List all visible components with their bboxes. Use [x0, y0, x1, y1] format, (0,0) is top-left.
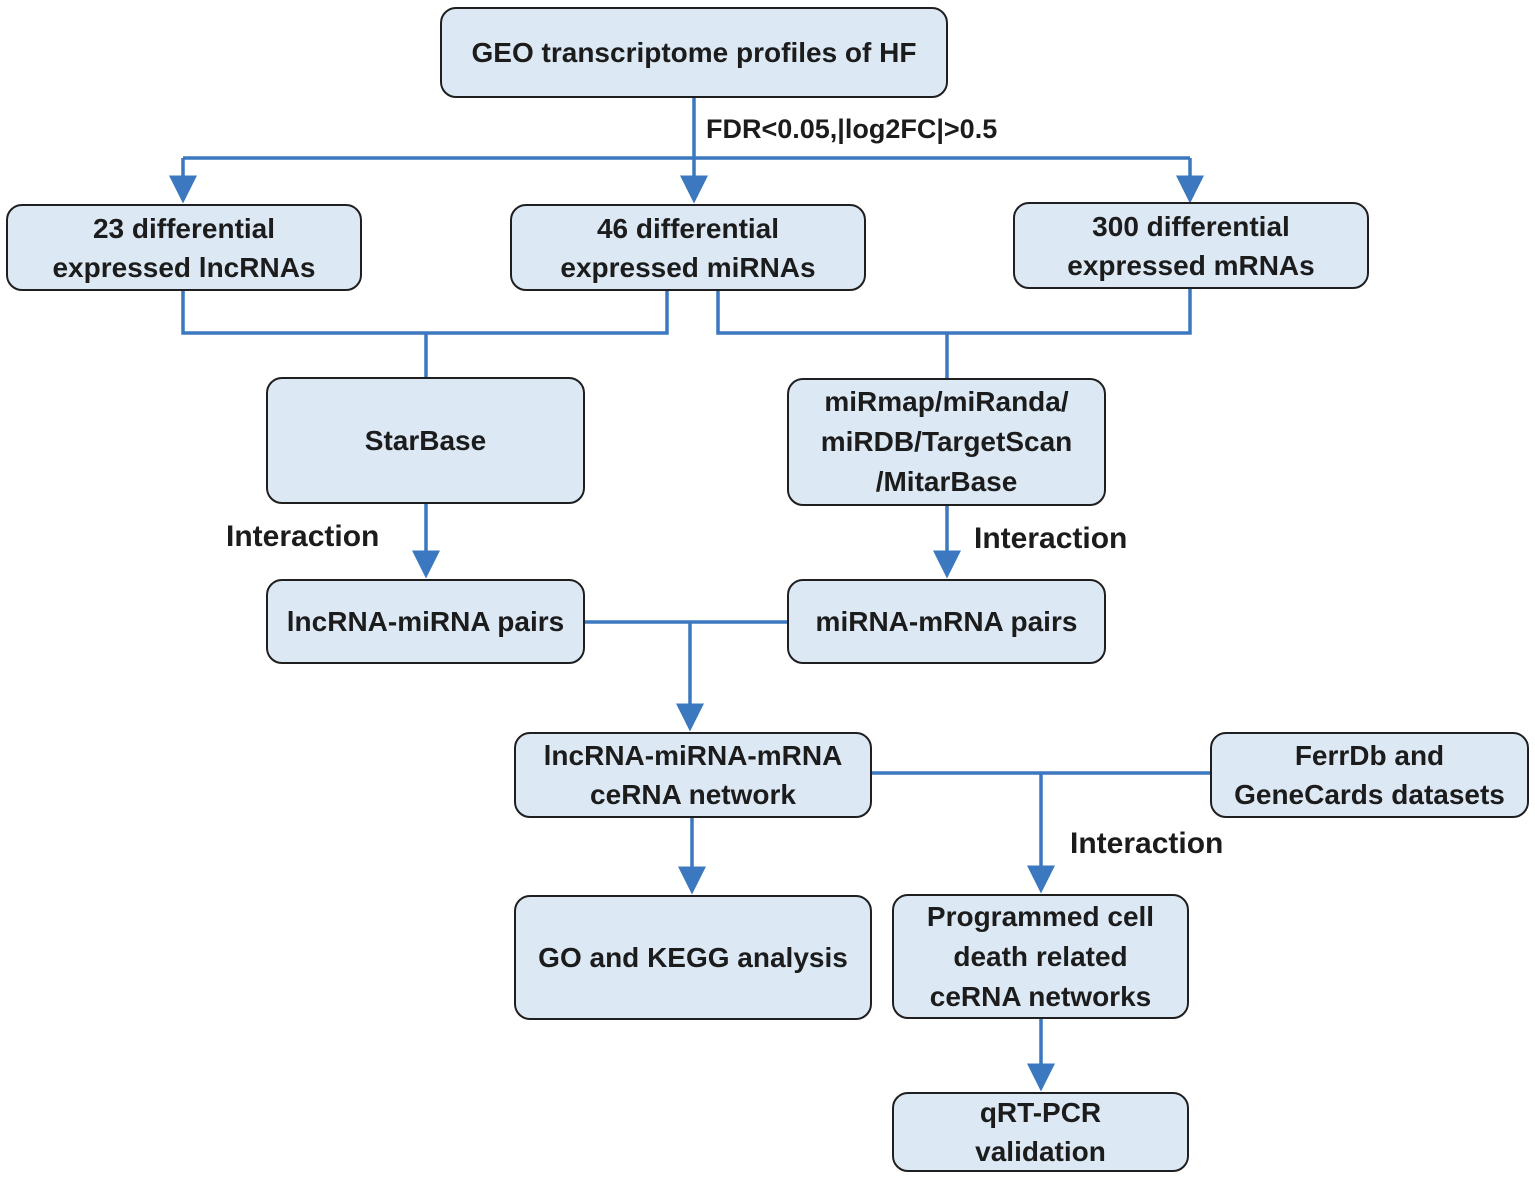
- geo-profiles-box: GEO transcriptome profiles of HF: [440, 7, 948, 98]
- interaction-label-right: Interaction: [974, 522, 1128, 555]
- box-text-line: FerrDb and: [1294, 740, 1445, 771]
- box-text-line: StarBase: [364, 424, 487, 456]
- lncrna-mirna-pairs-box: lncRNA-miRNA pairs: [266, 579, 585, 664]
- box-text-line: miRmap/miRanda/: [824, 386, 1069, 417]
- box-text-line: 23 differential: [92, 212, 276, 244]
- box-text-line: lncRNA-miRNA pairs: [286, 605, 565, 637]
- box-text-line: ceRNA network: [590, 779, 796, 810]
- target-prediction-box: miRmap/miRanda/ miRDB/TargetScan /MitarB…: [787, 378, 1106, 506]
- box-text-line: expressed miRNAs: [560, 251, 816, 283]
- box-text-line: Programmed cell: [926, 900, 1155, 932]
- mirna-mrna-pairs-box: miRNA-mRNA pairs: [787, 579, 1106, 664]
- box-text-line: expressed mRNAs: [1067, 249, 1315, 281]
- box-text-line: ceRNA networks: [929, 980, 1152, 1012]
- cerna-network-box: lncRNA-miRNA-mRNA ceRNA network: [514, 732, 872, 818]
- box-text-line: death related: [953, 940, 1128, 972]
- box-text-line: validation: [975, 1136, 1106, 1167]
- box-text-line: 300 differential: [1092, 210, 1290, 242]
- box-text-line: GEO transcriptome profiles of HF: [471, 36, 917, 68]
- box-text-line: qRT-PCR: [979, 1097, 1102, 1128]
- qrt-pcr-box: qRT-PCR validation: [892, 1092, 1189, 1172]
- box-text-line: /MitarBase: [875, 466, 1018, 497]
- go-kegg-box: GO and KEGG analysis: [514, 895, 872, 1020]
- box-text-line: 46 differential: [596, 212, 780, 244]
- box-text-line: expressed lncRNAs: [52, 251, 316, 283]
- box-text-line: miRDB/TargetScan: [820, 426, 1073, 457]
- ferrdb-genecards-box: FerrDb and GeneCards datasets: [1210, 732, 1529, 818]
- interaction-label-left: Interaction: [226, 520, 380, 553]
- box-text-line: miRNA-mRNA pairs: [815, 605, 1078, 637]
- mirna-box: 46 differential expressed miRNAs: [510, 204, 866, 291]
- box-text-line: GO and KEGG analysis: [538, 941, 848, 973]
- box-text-line: GeneCards datasets: [1234, 779, 1505, 810]
- interaction-label-bottom: Interaction: [1070, 827, 1224, 860]
- connector-lncrna-mirna-join: [181, 290, 669, 335]
- filter-criteria-label: FDR<0.05,|log2FC|>0.5: [706, 114, 998, 144]
- box-text-line: lncRNA-miRNA-mRNA: [543, 740, 843, 771]
- programmed-cell-death-box: Programmed cell death related ceRNA netw…: [892, 894, 1189, 1019]
- lncrna-box: 23 differential expressed lncRNAs: [6, 204, 362, 291]
- connector-mirna-mrna-join: [716, 288, 1192, 335]
- mrna-box: 300 differential expressed mRNAs: [1013, 202, 1369, 289]
- starbase-box: StarBase: [266, 377, 585, 504]
